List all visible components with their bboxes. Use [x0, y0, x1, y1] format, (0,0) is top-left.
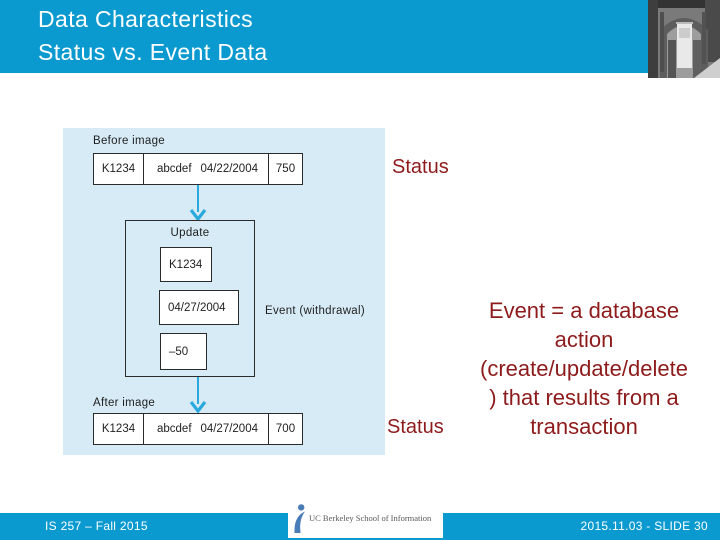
event-definition-note: Event = a database action (create/update… [480, 298, 688, 439]
before-image-table: K1234 abcdef 04/22/2004 750 [93, 153, 303, 185]
after-record-name: abcdef [157, 423, 192, 435]
slide-title-line2: Status vs. Event Data [38, 39, 268, 65]
flow-arrow-down-2-icon [189, 377, 207, 413]
update-box: Update K1234 04/27/2004 –50 [125, 220, 255, 377]
header-band: Data Characteristics Status vs. Event Da… [0, 0, 720, 73]
school-logo-icon [294, 504, 305, 533]
event-withdrawal-label: Event (withdrawal) [265, 305, 365, 317]
diagram-panel: Before image K1234 abcdef 04/22/2004 750… [63, 128, 385, 455]
update-amount-box: –50 [160, 333, 207, 370]
update-label: Update [170, 227, 210, 239]
before-record-middle-cell: abcdef 04/22/2004 [143, 154, 269, 184]
campus-building-photo-icon [648, 0, 720, 78]
after-image-label: After image [93, 397, 156, 409]
before-record-amount-cell: 750 [275, 163, 296, 175]
after-image-table: K1234 abcdef 04/27/2004 700 [93, 413, 303, 445]
footer-logo-text: UC Berkeley School of Information [309, 513, 432, 523]
slide-title: Data Characteristics Status vs. Event Da… [38, 3, 268, 69]
after-record-middle-cell: abcdef 04/27/2004 [143, 414, 269, 444]
flow-arrow-down-1-icon [189, 185, 207, 221]
update-date-box: 04/27/2004 [159, 290, 239, 325]
slide-title-line1: Data Characteristics [38, 6, 254, 32]
footer-logo-box: UC Berkeley School of Information [288, 498, 443, 538]
status-label-bottom: Status [387, 416, 444, 438]
before-record-id-cell: K1234 [101, 163, 136, 175]
after-record-amount-cell: 700 [275, 423, 296, 435]
before-record-date: 04/22/2004 [200, 163, 258, 175]
before-record-name: abcdef [157, 163, 192, 175]
status-label-top: Status [392, 156, 449, 178]
after-record-id-cell: K1234 [101, 423, 136, 435]
update-id-box: K1234 [160, 247, 212, 282]
footer-slide-label: 2015.11.03 - SLIDE 30 [580, 519, 708, 533]
before-image-label: Before image [93, 135, 165, 147]
after-record-date: 04/27/2004 [200, 423, 258, 435]
footer-course-label: IS 257 – Fall 2015 [45, 519, 148, 533]
